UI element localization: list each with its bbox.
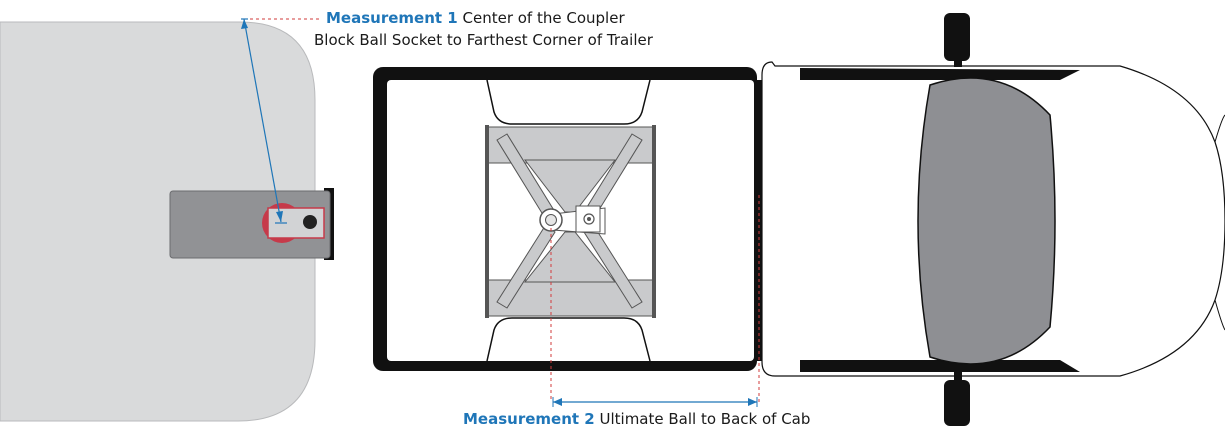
measurement-1-line2-label: Block Ball Socket to Farthest Corner of … (314, 31, 653, 50)
windshield (917, 77, 1056, 365)
ultimate-ball (539, 205, 606, 235)
measurement-1-dimension (241, 18, 322, 224)
coupler-block (169, 188, 334, 260)
trailer-body (0, 21, 316, 422)
measurement-1-line2: Block Ball Socket to Farthest Corner of … (314, 31, 653, 49)
measurement-1-label: Measurement 1 Center of the Coupler (326, 9, 625, 28)
measurement-2-dimension (550, 195, 760, 407)
wheel-well-bottom (486, 317, 651, 362)
measurement-2-text: Ultimate Ball to Back of Cab (599, 410, 811, 428)
side-mirror-bottom (944, 372, 970, 426)
trailer (0, 21, 334, 422)
measurement-1-line1: Center of the Coupler (462, 9, 625, 27)
measurement-2-label: Measurement 2 Ultimate Ball to Back of C… (463, 410, 810, 429)
measurement-2-title: Measurement 2 (463, 410, 595, 428)
truck-cab (761, 13, 1225, 426)
hitch-frame (485, 125, 656, 318)
measurement-1-title: Measurement 1 (326, 9, 458, 27)
wheel-well-top (486, 79, 651, 125)
side-mirror-top (944, 13, 970, 67)
